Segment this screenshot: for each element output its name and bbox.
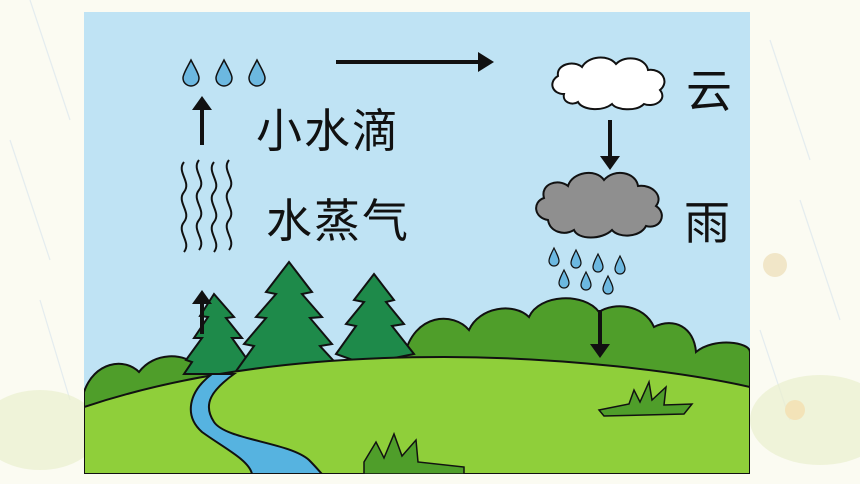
water-cycle-diagram: 小水滴 水蒸气 云 雨 <box>84 12 750 474</box>
label-vapor: 水蒸气 <box>266 194 410 248</box>
rain-cloud-icon <box>535 171 663 239</box>
label-rain: 雨 <box>684 196 732 250</box>
river <box>189 373 324 474</box>
label-droplets: 小水滴 <box>256 104 400 158</box>
vapor-squiggle-icon <box>180 159 233 253</box>
water-droplets-icon <box>182 58 266 87</box>
grass-tufts <box>363 379 694 474</box>
white-cloud-icon <box>551 56 666 111</box>
trees <box>182 260 416 376</box>
label-cloud: 云 <box>686 64 734 118</box>
arrows <box>192 52 620 358</box>
raindrops-icon <box>548 246 626 295</box>
